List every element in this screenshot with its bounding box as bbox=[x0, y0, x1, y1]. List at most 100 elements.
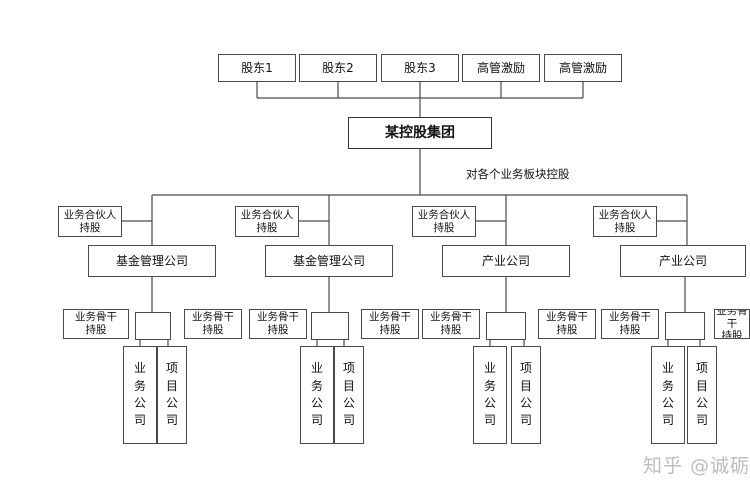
partner-label-line2: 持股 bbox=[256, 221, 278, 234]
fund-management-company-box-1: 基金管理公司 bbox=[88, 245, 216, 277]
partner-holding-box-2: 业务合伙人持股 bbox=[235, 206, 299, 237]
backbone-label-line1: 业务骨干 bbox=[257, 311, 299, 324]
char: 司 bbox=[342, 413, 355, 428]
industry-company-box-1: 产业公司 bbox=[442, 245, 570, 277]
backbone-holding-box-3b: 业务骨干持股 bbox=[538, 309, 596, 339]
shareholder-label: 高管激励 bbox=[476, 60, 525, 75]
char: 务 bbox=[661, 378, 674, 393]
char: 公 bbox=[310, 396, 323, 410]
char: 项 bbox=[165, 361, 178, 376]
char: 公 bbox=[165, 396, 178, 410]
backbone-label-line2: 持股 bbox=[85, 324, 107, 336]
backbone-label-line2: 持股 bbox=[556, 324, 578, 336]
backbone-label-line1: 业务骨干 bbox=[430, 311, 472, 324]
backbone-label-line1: 业务骨干 bbox=[75, 311, 117, 324]
char: 司 bbox=[310, 413, 323, 428]
backbone-label-line1: 业务骨干 bbox=[716, 309, 748, 330]
char: 司 bbox=[133, 413, 146, 428]
shareholder-label: 高管激励 bbox=[558, 60, 607, 75]
business-company-box-2: 业务公司 bbox=[300, 346, 334, 444]
project-company-box-2: 项目公司 bbox=[334, 346, 364, 444]
char: 公 bbox=[519, 396, 532, 410]
partner-label-line2: 持股 bbox=[433, 221, 455, 234]
business-company-box-4: 业务公司 bbox=[651, 346, 685, 444]
connector-square-3 bbox=[486, 312, 526, 340]
backbone-label-line1: 业务骨干 bbox=[609, 311, 651, 324]
partner-label-line1: 业务合伙人 bbox=[63, 208, 117, 221]
backbone-label-line2: 持股 bbox=[721, 330, 743, 339]
connector-square-1 bbox=[135, 312, 171, 340]
partner-label-line1: 业务合伙人 bbox=[598, 208, 652, 221]
char: 司 bbox=[661, 413, 674, 428]
business-company-box-3: 业务公司 bbox=[473, 346, 507, 444]
partner-holding-box-3: 业务合伙人持股 bbox=[412, 206, 476, 237]
partner-label-line2: 持股 bbox=[614, 221, 636, 234]
char: 业 bbox=[483, 361, 496, 376]
backbone-label-line2: 持股 bbox=[267, 324, 289, 336]
shareholder-box-1: 股东1 bbox=[218, 54, 296, 82]
shareholder-box-2: 股东2 bbox=[299, 54, 377, 82]
backbone-label-line2: 持股 bbox=[440, 324, 462, 336]
char: 业 bbox=[661, 361, 674, 376]
char: 项 bbox=[695, 361, 708, 376]
project-company-box-3: 项目公司 bbox=[511, 346, 541, 444]
char: 公 bbox=[342, 396, 355, 410]
partner-label-line1: 业务合伙人 bbox=[240, 208, 294, 221]
backbone-holding-box-2a: 业务骨干持股 bbox=[249, 309, 307, 339]
char: 目 bbox=[165, 378, 178, 393]
char: 业 bbox=[310, 361, 323, 376]
backbone-label-line1: 业务骨干 bbox=[192, 311, 234, 324]
shareholder-box-3: 股东3 bbox=[381, 54, 459, 82]
char: 公 bbox=[133, 396, 146, 410]
business-company-box-1: 业务公司 bbox=[123, 346, 157, 444]
char: 务 bbox=[133, 378, 146, 393]
backbone-label-line2: 持股 bbox=[379, 324, 401, 336]
char: 司 bbox=[165, 413, 178, 428]
char: 目 bbox=[342, 378, 355, 393]
char: 公 bbox=[695, 396, 708, 410]
char: 司 bbox=[519, 413, 532, 428]
backbone-holding-box-3a: 业务骨干持股 bbox=[422, 309, 480, 339]
company-label: 基金管理公司 bbox=[292, 253, 365, 268]
char: 目 bbox=[695, 378, 708, 393]
industry-company-box-2: 产业公司 bbox=[620, 245, 746, 277]
char: 司 bbox=[483, 413, 496, 428]
backbone-holding-box-1b: 业务骨干持股 bbox=[184, 309, 242, 339]
partner-label-line1: 业务合伙人 bbox=[417, 208, 471, 221]
shareholder-label: 股东1 bbox=[241, 60, 273, 75]
backbone-holding-box-4b: 业务骨干持股 bbox=[714, 309, 750, 339]
shareholder-label: 股东3 bbox=[404, 60, 436, 75]
partner-label-line2: 持股 bbox=[79, 221, 101, 234]
backbone-label-line1: 业务骨干 bbox=[546, 311, 588, 324]
backbone-holding-box-2b: 业务骨干持股 bbox=[361, 309, 419, 339]
shareholder-label: 股东2 bbox=[322, 60, 354, 75]
backbone-holding-box-4a: 业务骨干持股 bbox=[601, 309, 659, 339]
backbone-label-line2: 持股 bbox=[619, 324, 641, 336]
project-company-box-1: 项目公司 bbox=[157, 346, 187, 444]
fund-management-company-box-2: 基金管理公司 bbox=[265, 245, 393, 277]
company-label: 产业公司 bbox=[658, 253, 707, 268]
char: 司 bbox=[695, 413, 708, 428]
company-label: 产业公司 bbox=[481, 253, 530, 268]
char: 公 bbox=[483, 396, 496, 410]
executive-incentive-box-1: 高管激励 bbox=[462, 54, 540, 82]
connector-square-2 bbox=[311, 312, 349, 340]
char: 目 bbox=[519, 378, 532, 393]
executive-incentive-box-2: 高管激励 bbox=[544, 54, 622, 82]
connector-square-4 bbox=[665, 312, 705, 340]
char: 务 bbox=[310, 378, 323, 393]
char: 公 bbox=[661, 396, 674, 410]
char: 务 bbox=[483, 378, 496, 393]
watermark-text: 知乎 @诚砺 bbox=[642, 455, 750, 477]
char: 项 bbox=[519, 361, 532, 376]
char: 业 bbox=[133, 361, 146, 376]
backbone-holding-box-1a: 业务骨干持股 bbox=[63, 309, 129, 339]
holding-note: 对各个业务板块控股 bbox=[466, 167, 570, 181]
holding-group-label: 某控股集团 bbox=[385, 124, 455, 141]
backbone-label-line2: 持股 bbox=[202, 324, 224, 336]
partner-holding-box-4: 业务合伙人持股 bbox=[593, 206, 657, 237]
project-company-box-4: 项目公司 bbox=[687, 346, 717, 444]
partner-holding-box-1: 业务合伙人持股 bbox=[58, 206, 122, 237]
